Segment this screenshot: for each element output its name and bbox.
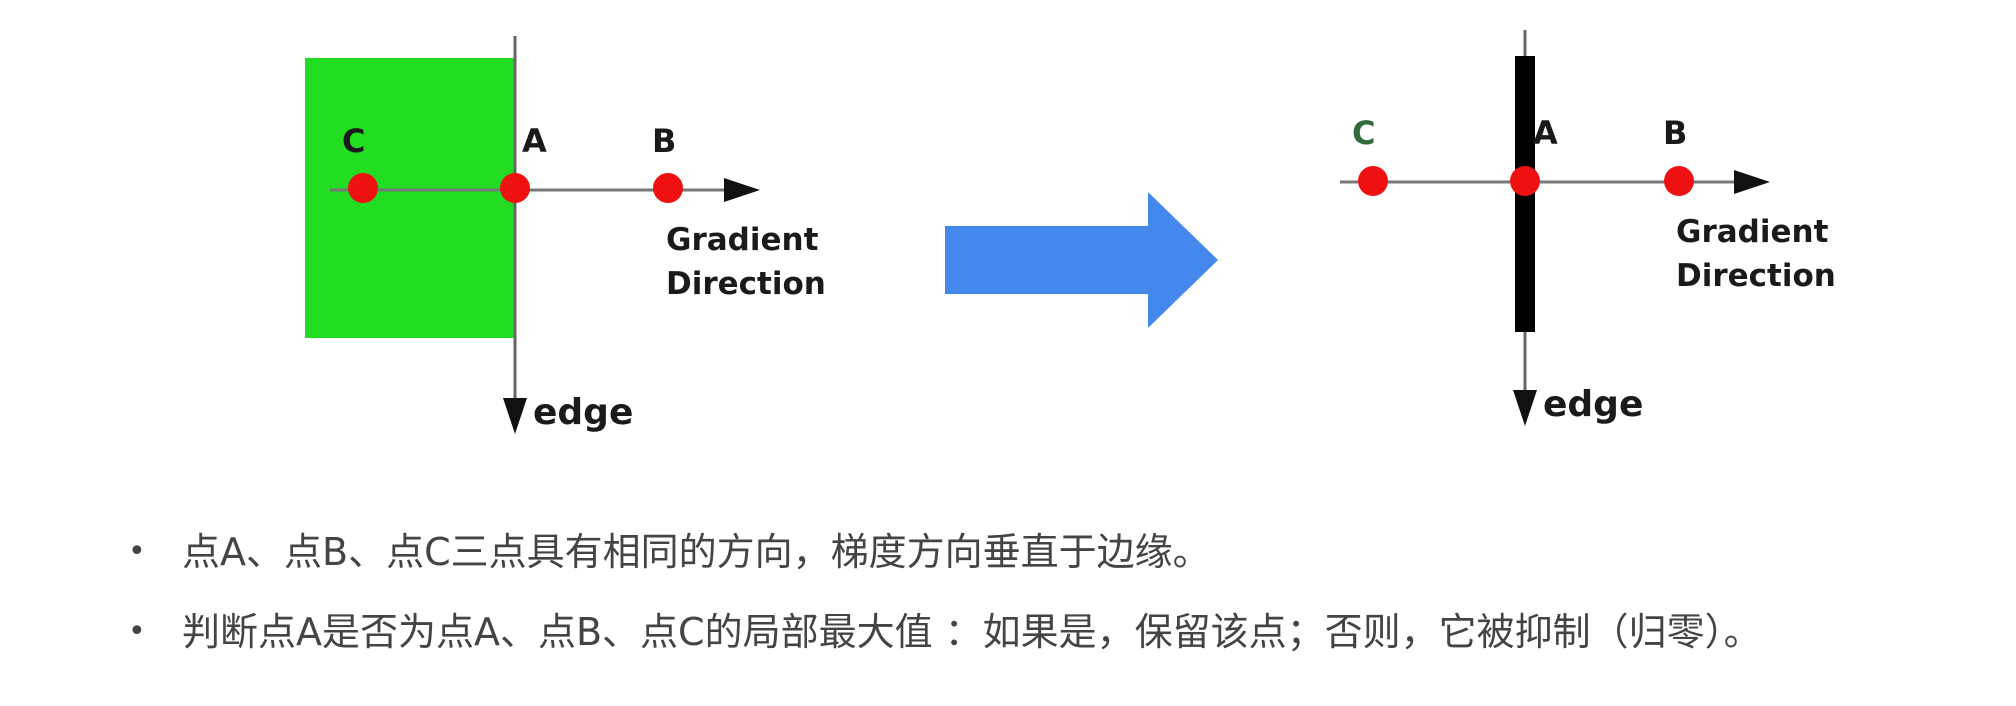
nms-diagram: C A B Gradient Direction edge C A [305,30,1836,434]
left-label-direction: Direction [666,266,826,302]
left-label-gradient: Gradient [666,222,819,258]
right-label-gradient: Gradient [1676,214,1829,250]
left-edge-region [305,58,515,338]
right-label-b: B [1663,114,1687,152]
right-gradient-arrowhead [1734,170,1770,194]
left-diagram: C A B Gradient Direction edge [305,36,826,434]
bullet-item: • 判断点A是否为点A、点B、点C的局部最大值 ：如果是，保留该点；否则，它被抑… [120,600,1762,664]
left-label-c: C [342,122,365,160]
right-point-c [1358,166,1388,196]
bullet-list: • 点A、点B、点C三点具有相同的方向，梯度方向垂直于边缘。 • 判断点A是否为… [120,520,1762,680]
left-label-edge: edge [533,392,633,433]
right-label-direction: Direction [1676,258,1836,294]
bullet-item: • 点A、点B、点C三点具有相同的方向，梯度方向垂直于边缘。 [120,520,1762,584]
right-arrow-icon [945,192,1218,328]
right-diagram: C A B Gradient Direction edge [1340,30,1836,426]
right-edge-arrowhead [1513,390,1537,426]
right-point-a [1510,166,1540,196]
left-label-a: A [522,122,547,160]
bullet-dot-icon: • [128,534,146,569]
left-point-c [348,173,378,203]
bullet-dot-icon: • [128,614,146,649]
left-point-a [500,173,530,203]
right-label-edge: edge [1543,384,1643,425]
right-label-c: C [1352,114,1375,152]
right-point-b [1664,166,1694,196]
left-point-b [653,173,683,203]
left-edge-arrowhead [503,398,527,434]
right-label-a: A [1533,114,1558,152]
bullet-text: 判断点A是否为点A、点B、点C的局部最大值 ：如果是，保留该点；否则，它被抑制（… [182,610,1762,654]
left-gradient-arrowhead [724,178,760,202]
bullet-text: 点A、点B、点C三点具有相同的方向，梯度方向垂直于边缘。 [182,530,1211,574]
left-label-b: B [652,122,676,160]
